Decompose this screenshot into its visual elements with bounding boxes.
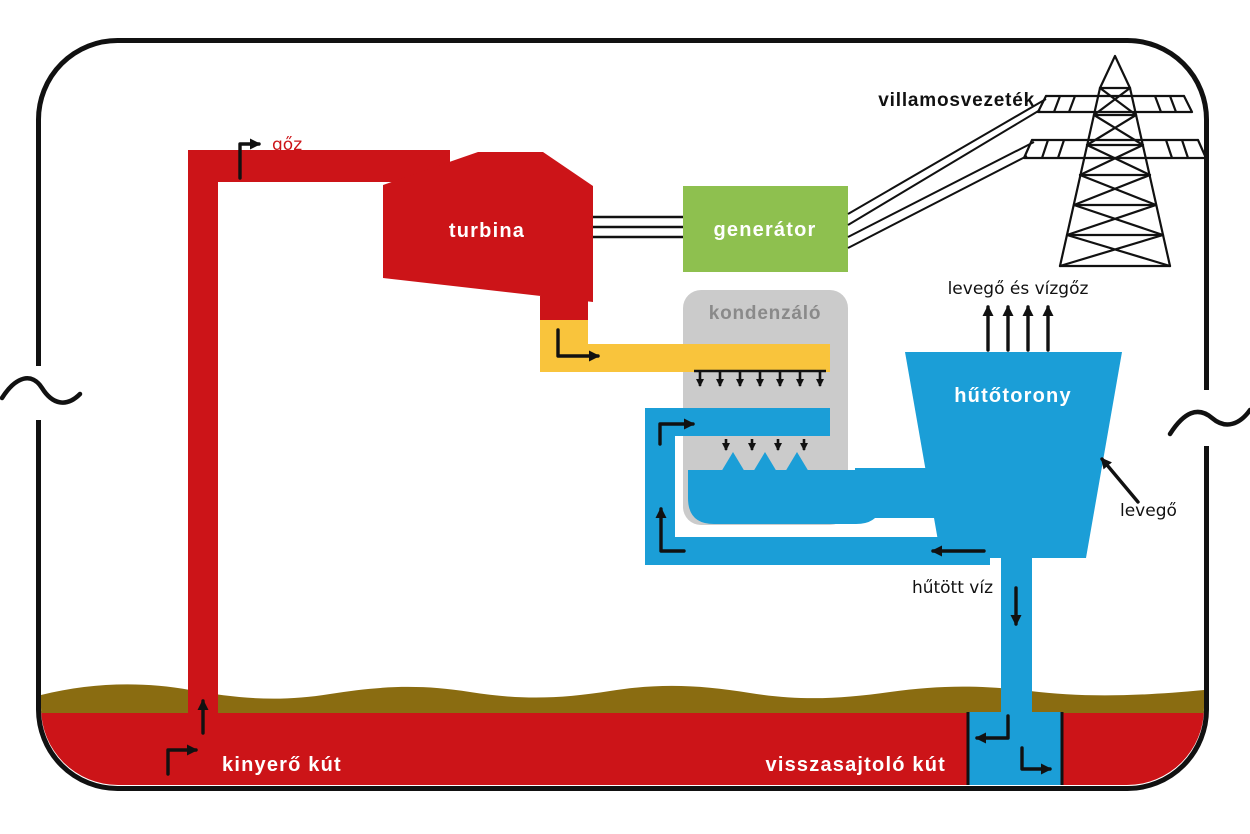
break-squiggle-right xyxy=(1167,407,1250,437)
reinjection-well-label: visszasajtoló kút xyxy=(766,754,946,776)
break-mask-right xyxy=(1186,390,1226,446)
turbine-exhaust-stub xyxy=(540,296,588,324)
spray-drop-arrows xyxy=(722,439,808,451)
cooling-water-circuit xyxy=(645,352,1122,785)
steam-label: gőz xyxy=(272,135,302,155)
steam-flow-arrow xyxy=(238,138,261,180)
loop-up-arrow xyxy=(655,507,686,553)
air-in-arrow xyxy=(1100,457,1140,504)
air-and-vapor-label: levegő és vízgőz xyxy=(948,279,1089,299)
condensing-drop-arrows xyxy=(696,372,824,387)
condensate-pipe-run xyxy=(540,344,830,372)
reinjection-well-zone xyxy=(968,712,1062,785)
labels: gőz turbina generátor villamosvezeték ko… xyxy=(222,90,1177,776)
tower-rails xyxy=(1058,86,1172,268)
border-break-marks xyxy=(0,366,1250,446)
tower-upper-arm xyxy=(1036,94,1194,114)
condenser-label: kondenzáló xyxy=(709,303,822,324)
condensate-flow-arrow xyxy=(556,328,600,362)
tower-rungs xyxy=(1058,113,1172,268)
cooled-water-label: hűtött víz xyxy=(912,578,993,598)
reinjection-down-pipe xyxy=(1001,556,1032,716)
tower-braces xyxy=(1058,86,1172,268)
spray-nozzles xyxy=(721,452,809,472)
turbine-label: turbina xyxy=(449,220,525,242)
extraction-well-pipe xyxy=(188,150,218,745)
cooling-tower-shape xyxy=(905,352,1122,558)
tower-lower-arm xyxy=(1022,138,1208,160)
reservoir-left-arrow xyxy=(975,714,1010,744)
cooling-tower-label: hűtőtorony xyxy=(954,385,1072,407)
steam-circuit xyxy=(188,150,593,745)
break-mask-left xyxy=(20,366,60,420)
power-wires xyxy=(847,98,1047,249)
extraction-well-label: kinyerő kút xyxy=(222,754,342,776)
shaft-lines xyxy=(593,215,683,239)
reservoir-right-arrow xyxy=(1020,746,1052,775)
loop-top-arrow xyxy=(658,418,695,446)
extraction-flow-arrow xyxy=(166,744,198,776)
generator-label: generátor xyxy=(713,219,816,241)
tower-apex xyxy=(1098,54,1132,90)
break-squiggle-left xyxy=(0,376,83,405)
transmission-tower xyxy=(1022,54,1208,268)
air-label: levegő xyxy=(1120,501,1177,521)
condenser-basin xyxy=(688,470,882,524)
steam-pipe-horizontal xyxy=(188,150,450,182)
flow-arrows xyxy=(166,138,1140,776)
soil-layer xyxy=(41,684,1204,713)
condensate-pipe xyxy=(540,320,830,372)
spray-supply-pipe xyxy=(645,408,830,436)
basin-to-tower-pipe xyxy=(855,468,940,518)
turbine-shape xyxy=(383,152,593,302)
generator-box xyxy=(683,186,848,272)
power-line-label: villamosvezeték xyxy=(878,90,1035,111)
reinjection-well-walls xyxy=(966,712,1064,785)
